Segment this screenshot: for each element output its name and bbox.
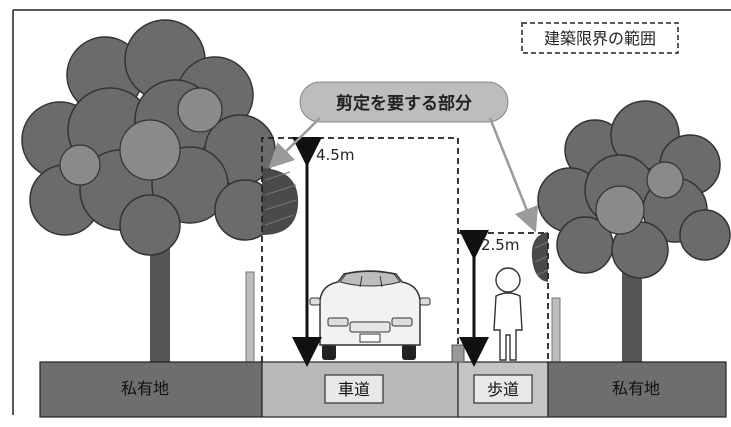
height-label-sidewalk: 2.5m bbox=[481, 236, 519, 254]
label-roadway-box: 車道 bbox=[324, 374, 384, 404]
label-roadway: 車道 bbox=[338, 380, 370, 399]
ground bbox=[39, 361, 727, 418]
post-left bbox=[245, 271, 255, 363]
overhang-right bbox=[531, 232, 549, 282]
curb bbox=[451, 344, 465, 363]
title-text: 建築限界の範囲 bbox=[544, 29, 656, 48]
label-sidewalk-box: 歩道 bbox=[473, 374, 533, 404]
label-private-left: 私有地 bbox=[121, 379, 169, 398]
car-illustration bbox=[309, 270, 431, 360]
post-right bbox=[551, 297, 561, 363]
label-sidewalk: 歩道 bbox=[487, 380, 519, 399]
tree-right bbox=[537, 100, 731, 362]
height-label-roadway: 4.5m bbox=[316, 146, 354, 164]
tree-left bbox=[21, 19, 276, 362]
callout-text: 剪定を要する部分 bbox=[336, 93, 472, 114]
label-private-right: 私有地 bbox=[612, 379, 660, 398]
pedestrian-illustration bbox=[493, 267, 523, 361]
callout: 剪定を要する部分 bbox=[268, 81, 539, 233]
title-box: 建築限界の範囲 bbox=[521, 22, 679, 54]
overhang-left bbox=[262, 168, 299, 235]
